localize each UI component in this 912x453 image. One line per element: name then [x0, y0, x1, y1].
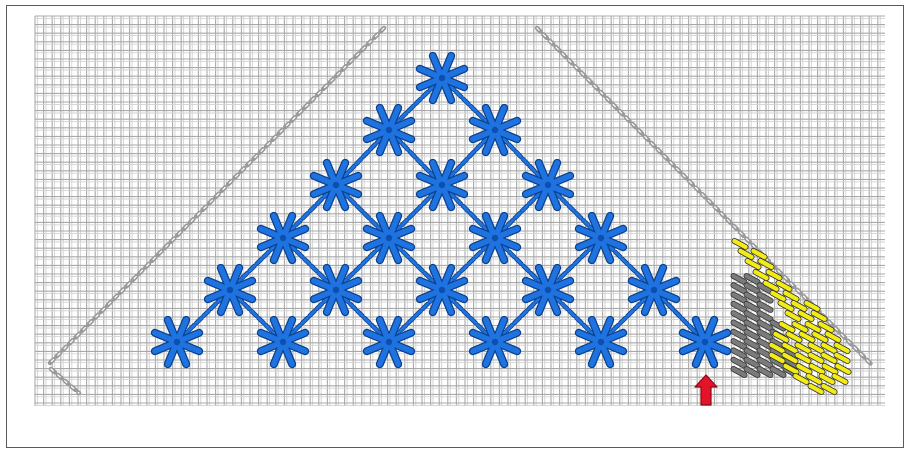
fill-stitch-49	[779, 283, 790, 289]
fill-stitch-59	[795, 324, 806, 330]
star-center	[598, 339, 604, 345]
star-center	[386, 235, 392, 241]
connector-stitch-10	[495, 185, 548, 238]
fill-stitch-71	[824, 345, 835, 351]
star-center	[386, 127, 392, 133]
star-center	[492, 127, 498, 133]
star-center	[545, 182, 551, 188]
fill-stitch-37	[747, 369, 758, 375]
fill-stitch-55	[788, 313, 799, 319]
star-center	[492, 339, 498, 345]
fill-stitch-69	[798, 345, 809, 351]
connector-stitch-6	[283, 185, 336, 238]
star-center	[280, 235, 286, 241]
star-center	[439, 287, 445, 293]
diagram-frame	[6, 5, 904, 448]
star-center	[386, 339, 392, 345]
fill-stitch-1	[747, 276, 758, 282]
star-center	[598, 235, 604, 241]
stitch-diagram	[7, 6, 905, 449]
star-center	[333, 182, 339, 188]
fill-stitch-56	[801, 313, 812, 319]
fill-stitch-89	[824, 386, 835, 392]
fill-stitch-63	[789, 334, 800, 340]
star-center	[439, 182, 445, 188]
star-center	[333, 287, 339, 293]
connector-stitch-5	[495, 130, 548, 185]
connector-stitch-11	[548, 185, 601, 238]
star-center	[702, 339, 708, 345]
fill-stitch-32	[747, 360, 758, 366]
fill-stitch-43	[754, 251, 765, 257]
star-center	[545, 287, 551, 293]
star-center	[492, 235, 498, 241]
fill-stitch-23	[747, 341, 758, 347]
star-center	[280, 339, 286, 345]
fill-stitch-3	[747, 285, 758, 291]
star-center	[651, 287, 657, 293]
fill-stitch-12	[747, 313, 758, 319]
star-center	[227, 287, 233, 293]
star-center	[174, 339, 180, 345]
star-center	[439, 75, 445, 81]
fill-stitch-9	[747, 304, 758, 310]
fill-stitch-65	[815, 334, 826, 340]
